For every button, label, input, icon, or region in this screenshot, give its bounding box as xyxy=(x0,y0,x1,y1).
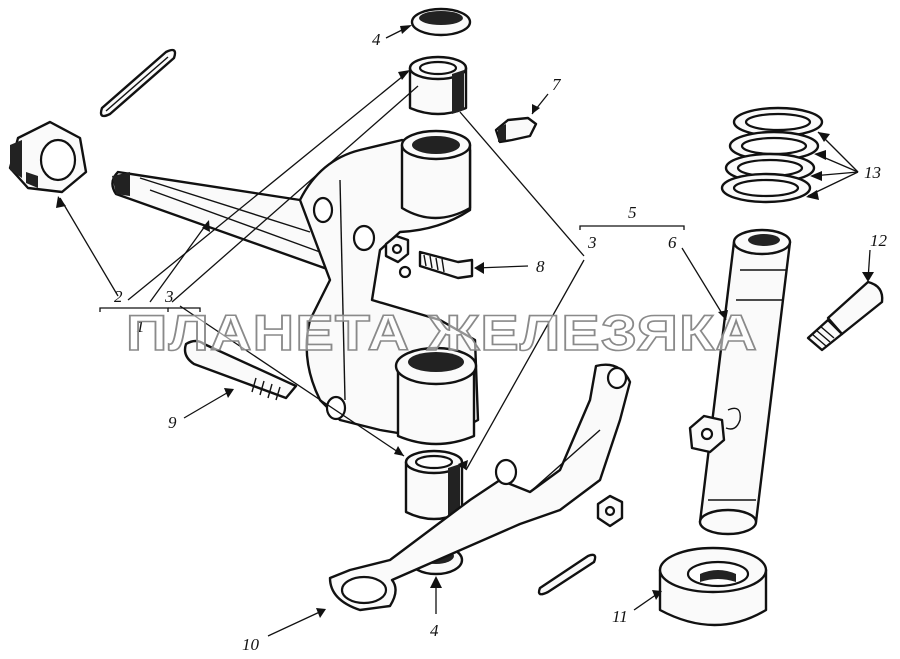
callout-4-bottom: 4 xyxy=(430,621,439,640)
callout-13: 13 xyxy=(864,163,881,182)
knuckle-lower-boss xyxy=(394,346,478,446)
callout-3-right: 3 xyxy=(587,233,597,252)
tapered-stud xyxy=(806,280,884,352)
leader-lines xyxy=(59,25,871,637)
callout-6: 6 xyxy=(668,233,677,252)
callout-8: 8 xyxy=(536,257,545,276)
callout-4-top: 4 xyxy=(372,30,381,49)
bolt-short xyxy=(418,250,474,280)
callout-5: 5 xyxy=(628,203,637,222)
bolt-long xyxy=(183,339,298,401)
callout-2: 2 xyxy=(114,287,123,306)
small-nut xyxy=(384,234,410,264)
knuckle-small-hole xyxy=(398,265,412,279)
small-castle-nut xyxy=(596,494,624,528)
arrowheads xyxy=(56,25,874,618)
grease-fitting xyxy=(494,116,538,144)
upper-bushing xyxy=(408,55,468,116)
lower-bushing xyxy=(404,449,464,521)
cotter-pin-top xyxy=(99,48,177,118)
cotter-pin-bottom xyxy=(537,553,597,596)
king-pin-lock-nut xyxy=(688,407,741,454)
callout-7: 7 xyxy=(552,75,562,94)
callout-11: 11 xyxy=(612,607,628,626)
king-pin xyxy=(698,228,792,536)
callout-10: 10 xyxy=(242,635,260,654)
castle-nut xyxy=(8,120,88,194)
watermark: ПЛАНЕТА ЖЕЛЕЗЯКА xyxy=(126,305,758,361)
steering-arm xyxy=(328,363,632,612)
callout-numbers: 1 2 3 4 7 5 3 6 8 9 10 4 11 12 13 xyxy=(114,30,888,654)
callout-12: 12 xyxy=(870,231,888,250)
callout-1: 1 xyxy=(136,317,145,336)
callout-3-left: 3 xyxy=(164,287,174,306)
thrust-bearing xyxy=(658,546,768,627)
knuckle-upper-boss xyxy=(400,129,472,220)
top-cap xyxy=(410,7,472,37)
callout-9: 9 xyxy=(168,413,177,432)
shim-stack xyxy=(720,106,824,204)
